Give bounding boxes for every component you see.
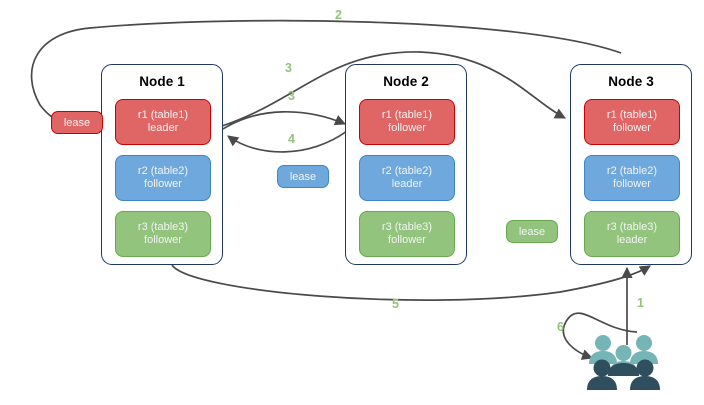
- replica-node1-r3[interactable]: r3 (table3) follower: [115, 211, 211, 257]
- replica-node2-r3[interactable]: r3 (table3) follower: [359, 211, 455, 257]
- replica-role: leader: [616, 234, 648, 246]
- replica-node3-r2[interactable]: r2 (table2) follower: [584, 155, 680, 201]
- node-title-node2: Node 2: [383, 74, 429, 89]
- edge-5-path: [171, 264, 651, 301]
- replica-name: r1 (table1): [137, 108, 189, 121]
- replica-name: r2 (table2): [606, 164, 658, 177]
- replica-name: r3 (table3): [381, 220, 433, 233]
- replica-role: leader: [391, 178, 423, 190]
- replica-name: r1 (table1): [606, 108, 658, 121]
- node-title-node3: Node 3: [608, 74, 654, 89]
- edge-label-4: 4: [288, 132, 295, 146]
- replica-role: follower: [388, 234, 426, 246]
- replica-node3-r1[interactable]: r1 (table1) follower: [584, 99, 680, 145]
- replica-role: follower: [613, 178, 651, 190]
- node-title-node1: Node 1: [139, 74, 185, 89]
- edge-label-5: 5: [392, 297, 399, 311]
- edge-3-lower-path: [222, 111, 347, 130]
- edge-label-3a: 3: [285, 61, 292, 75]
- replica-role: leader: [147, 122, 179, 134]
- lease-badge-blue[interactable]: lease: [277, 165, 329, 188]
- node-container-node2[interactable]: Node 2 r1 (table1) follower r2 (table2) …: [345, 64, 467, 265]
- replica-name: r2 (table2): [137, 164, 189, 177]
- replica-node1-r2[interactable]: r2 (table2) follower: [115, 155, 211, 201]
- lease-badge-red[interactable]: lease: [51, 111, 103, 134]
- node-container-node1[interactable]: Node 1 r1 (table1) leader r2 (table2) fo…: [101, 64, 223, 265]
- replica-node3-r3[interactable]: r3 (table3) leader: [584, 211, 680, 257]
- lease-badge-green[interactable]: lease: [506, 220, 558, 243]
- replica-name: r3 (table3): [137, 220, 189, 233]
- replica-node2-r1[interactable]: r1 (table1) follower: [359, 99, 455, 145]
- node-container-node3[interactable]: Node 3 r1 (table1) follower r2 (table2) …: [570, 64, 692, 265]
- replica-role: follower: [613, 122, 651, 134]
- replica-role: follower: [144, 178, 182, 190]
- edge-label-6: 6: [557, 320, 564, 334]
- replica-name: r3 (table3): [606, 220, 658, 233]
- edge-label-3b: 3: [288, 89, 295, 103]
- replica-name: r2 (table2): [381, 164, 433, 177]
- replica-name: r1 (table1): [381, 108, 433, 121]
- replica-role: follower: [144, 234, 182, 246]
- replica-node2-r2[interactable]: r2 (table2) leader: [359, 155, 455, 201]
- users-group-icon[interactable]: [586, 332, 662, 394]
- edge-label-1: 1: [637, 296, 644, 310]
- edge-label-2: 2: [335, 8, 342, 22]
- replica-node1-r1[interactable]: r1 (table1) leader: [115, 99, 211, 145]
- replica-role: follower: [388, 122, 426, 134]
